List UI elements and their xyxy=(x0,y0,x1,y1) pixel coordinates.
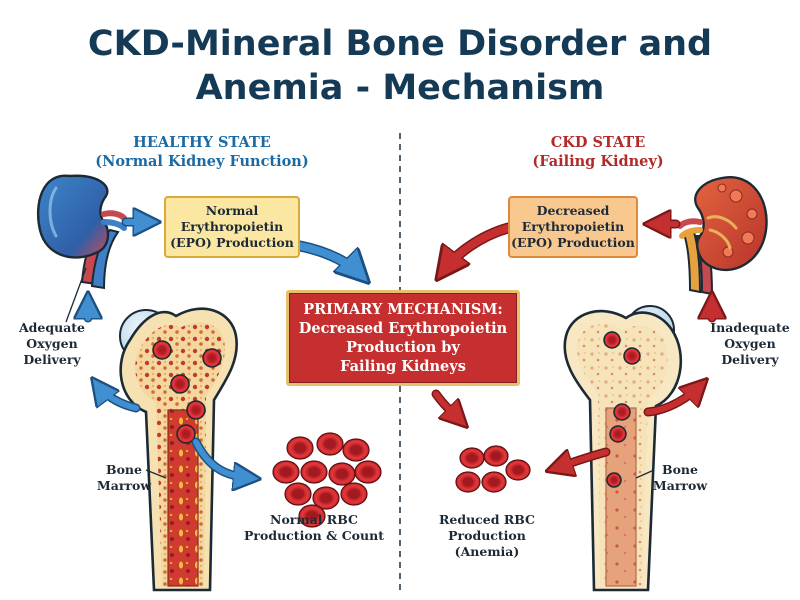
red-blood-cell-icon xyxy=(455,471,481,493)
red-blood-cell-icon xyxy=(342,438,370,462)
pointer-lines xyxy=(65,267,655,479)
red-blood-cell-icon xyxy=(298,504,326,528)
adequate-oxygen-label: Adequate Oxygen Delivery xyxy=(6,320,98,368)
rbc-cluster-normal xyxy=(272,432,382,528)
healthy-bone-icon xyxy=(119,307,238,592)
label-line: Reduced RBC xyxy=(439,512,535,527)
red-blood-cell-icon xyxy=(354,460,382,484)
normal-epo-line: Normal xyxy=(205,203,259,218)
label-line: Adequate xyxy=(18,320,86,335)
normal-epo-box: Normal Erythropoietin (EPO) Production xyxy=(164,196,300,258)
decreased-epo-line: (EPO) Production xyxy=(511,235,635,250)
label-line: Delivery xyxy=(23,352,81,367)
label-line: Bone xyxy=(106,462,142,477)
ckd-subheading-text: (Failing Kidney) xyxy=(532,153,664,170)
label-line: Normal RBC xyxy=(270,512,358,527)
arrow-marrow-to-oxygen-inadequate xyxy=(643,386,700,417)
arrow-epo-normal-to-primary xyxy=(294,240,360,274)
label-line: Oxygen xyxy=(724,336,776,351)
ckd-state-heading: CKD STATE (Failing Kidney) xyxy=(448,133,748,171)
marrow-pointer-line-ckd xyxy=(635,469,655,479)
arrow-marrow-to-rbc-normal xyxy=(191,437,250,478)
normal-epo-line: Erythropoietin xyxy=(180,219,284,234)
healthy-subheading-text: (Normal Kidney Function) xyxy=(95,153,309,170)
arrow-epo-decreased-to-primary xyxy=(444,222,514,270)
primary-line: PRIMARY MECHANISM: xyxy=(303,301,503,318)
arrow-marrow-to-rbc-reduced xyxy=(556,447,611,468)
oxygen-pointer-line xyxy=(65,267,87,323)
red-blood-cell-icon xyxy=(272,460,300,484)
red-blood-cell-icon xyxy=(459,447,485,469)
healthy-state-heading: HEALTHY STATE (Normal Kidney Function) xyxy=(52,133,352,171)
red-blood-cell-icon xyxy=(483,445,509,467)
normal-epo-line: (EPO) Production xyxy=(170,235,294,250)
primary-line: Decreased Erythropoietin xyxy=(298,320,508,337)
page-title: CKD-Mineral Bone Disorder and Anemia - M… xyxy=(0,22,800,110)
ckd-bone-icon xyxy=(563,305,683,592)
red-blood-cell-icon xyxy=(505,459,531,481)
red-blood-cell-icon xyxy=(312,486,340,510)
inadequate-oxygen-label: Inadequate Oxygen Delivery xyxy=(702,320,798,368)
red-blood-cell-icon xyxy=(340,482,368,506)
primary-line: Failing Kidneys xyxy=(340,358,466,375)
red-blood-cell-icon xyxy=(284,482,312,506)
red-blood-cell-icon xyxy=(300,460,328,484)
normal-rbc-label: Normal RBC Production & Count xyxy=(236,512,392,544)
reduced-rbc-label: Reduced RBC Production (Anemia) xyxy=(432,512,542,560)
label-line: Production & Count xyxy=(244,528,384,543)
label-line: (Anemia) xyxy=(454,544,520,559)
label-line: Marrow xyxy=(96,478,152,493)
red-blood-cell-icon xyxy=(316,432,344,456)
primary-line: Production by xyxy=(346,339,460,356)
arrow-marrow-to-oxygen xyxy=(98,386,141,413)
primary-mechanism-box: PRIMARY MECHANISM: Decreased Erythropoie… xyxy=(286,290,520,386)
label-line: Marrow xyxy=(652,478,708,493)
ckd-heading-text: CKD STATE xyxy=(550,134,646,151)
red-blood-cell-icon xyxy=(481,471,507,493)
label-line: Oxygen xyxy=(26,336,78,351)
blue-arrows xyxy=(88,222,360,478)
decreased-epo-line: Decreased xyxy=(536,203,610,218)
healthy-marrow-label: Bone Marrow xyxy=(96,462,152,494)
label-line: Production xyxy=(448,528,526,543)
ckd-marrow-label: Bone Marrow xyxy=(650,462,710,494)
title-line-2: Anemia - Mechanism xyxy=(195,68,605,108)
marrow-pointer-line-healthy xyxy=(145,469,167,479)
label-line: Bone xyxy=(662,462,698,477)
arrow-primary-to-rbc-reduced xyxy=(431,389,460,420)
title-line-1: CKD-Mineral Bone Disorder and xyxy=(87,24,713,64)
decreased-epo-box: Decreased Erythropoietin (EPO) Productio… xyxy=(508,196,638,258)
failing-kidney-icon xyxy=(677,175,768,296)
label-line: Inadequate xyxy=(710,320,790,335)
rbc-cluster-reduced xyxy=(455,445,531,493)
red-arrows xyxy=(431,222,712,468)
healthy-heading-text: HEALTHY STATE xyxy=(133,134,271,151)
red-blood-cell-icon xyxy=(286,436,314,460)
healthy-kidney-icon xyxy=(36,174,127,290)
label-line: Delivery xyxy=(721,352,779,367)
red-blood-cell-icon xyxy=(328,462,356,486)
decreased-epo-line: Erythropoietin xyxy=(521,219,625,234)
